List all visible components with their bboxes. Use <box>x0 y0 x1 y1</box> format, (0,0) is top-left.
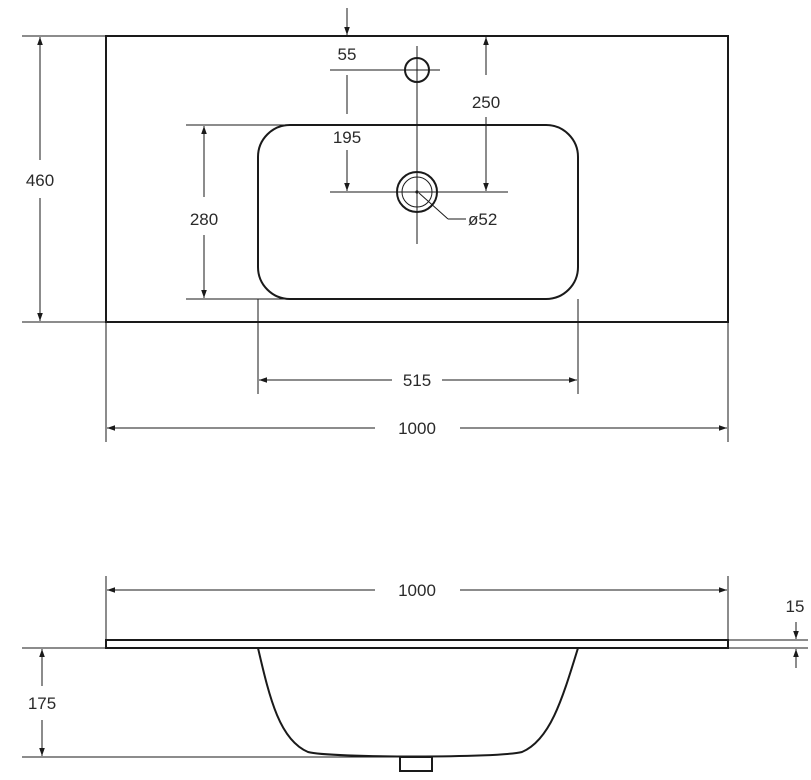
side-drain-stub <box>399 756 433 772</box>
dim-label-width-total: 1000 <box>398 419 436 438</box>
dim-label-tap-to-drain: 250 <box>472 93 500 112</box>
dim-label-bowl-depth: 280 <box>190 210 218 229</box>
side-view: 1000 15 175 <box>22 576 808 772</box>
bowl-outline <box>257 124 579 300</box>
side-slab-outline <box>105 639 729 649</box>
dim-label-bowl-to-drain: 195 <box>333 128 361 147</box>
dim-label-depth-total: 460 <box>26 171 54 190</box>
dim-label-tap-offset: 55 <box>338 45 357 64</box>
side-dim-label-bowl-height: 175 <box>28 694 56 713</box>
dim-label-bowl-width: 515 <box>403 371 431 390</box>
dim-label-drain-diameter: ø52 <box>468 210 497 229</box>
side-bowl-profile <box>257 647 579 758</box>
top-slab-outline <box>105 35 729 323</box>
side-dim-label-width-total: 1000 <box>398 581 436 600</box>
top-view: 460 280 55 195 250 ø52 515 <box>22 8 729 442</box>
side-dim-label-slab-thickness: 15 <box>786 597 805 616</box>
leader-drain-diameter <box>418 192 449 220</box>
